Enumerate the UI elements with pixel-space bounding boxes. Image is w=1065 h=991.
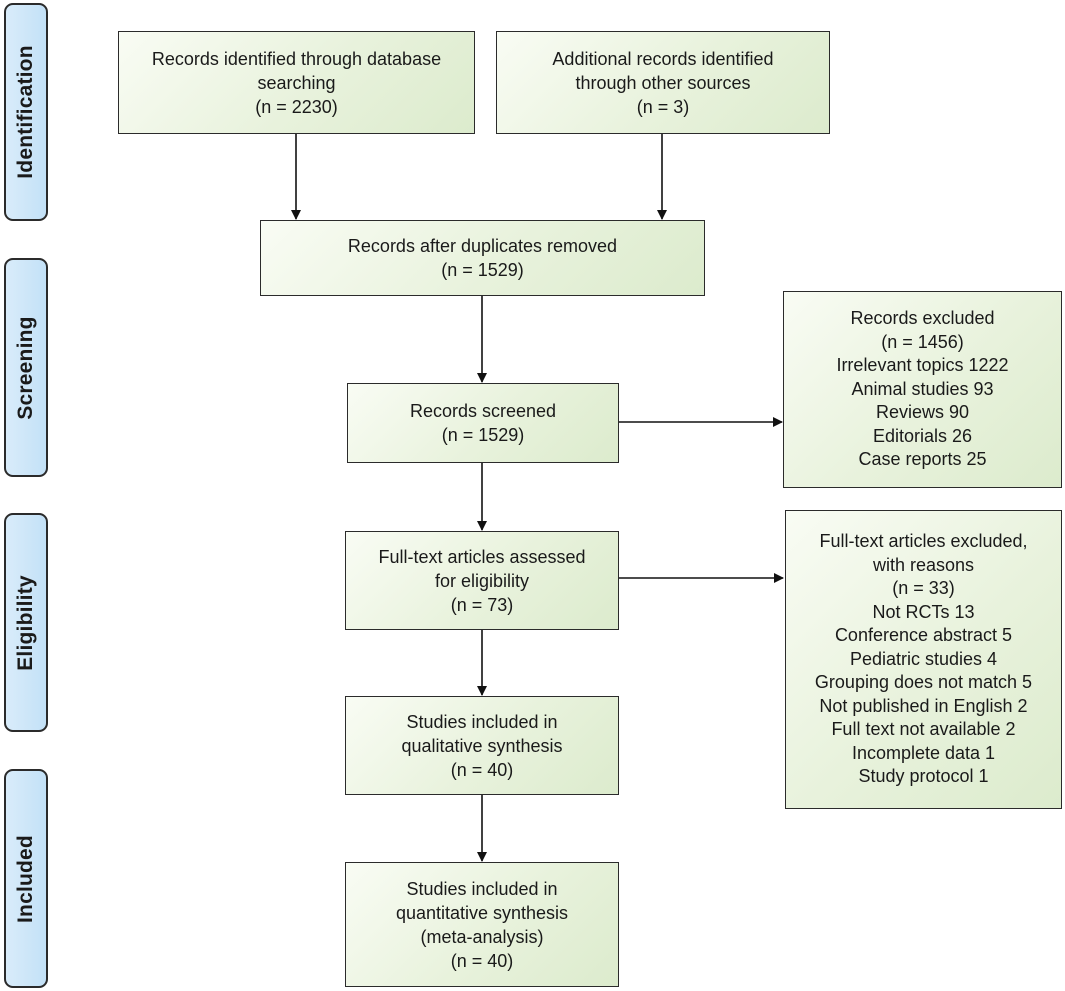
phase-eligibility: Eligibility (4, 513, 48, 732)
box-fulltext-assessed: Full-text articles assessed for eligibil… (345, 531, 619, 630)
box-database-records: Records identified through database sear… (118, 31, 475, 134)
phase-screening: Screening (4, 258, 48, 477)
box-quantitative-synthesis: Studies included in quantitative synthes… (345, 862, 619, 987)
box-records-screened: Records screened (n = 1529) (347, 383, 619, 463)
box-other-sources: Additional records identified through ot… (496, 31, 830, 134)
phase-identification: Identification (4, 3, 48, 221)
box-qualitative-synthesis: Studies included in qualitative synthesi… (345, 696, 619, 795)
box-fulltext-excluded: Full-text articles excluded, with reason… (785, 510, 1062, 809)
box-records-excluded: Records excluded (n = 1456) Irrelevant t… (783, 291, 1062, 488)
box-duplicates-removed: Records after duplicates removed (n = 15… (260, 220, 705, 296)
phase-included: Included (4, 769, 48, 988)
